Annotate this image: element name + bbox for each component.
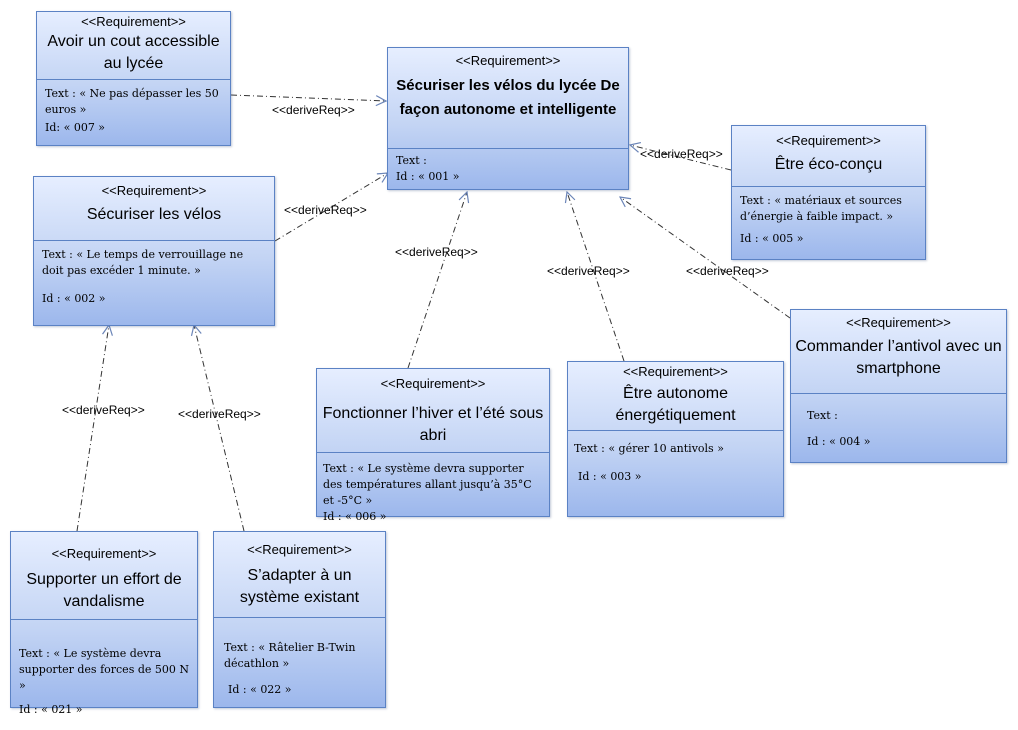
requirement-box[interactable]: <<Requirement>> Être autonome énergétiqu…	[567, 361, 784, 517]
requirement-stereotype: <<Requirement>>	[81, 14, 186, 29]
requirement-stereotype: <<Requirement>>	[846, 315, 951, 330]
requirement-box[interactable]: <<Requirement>> Supporter un effort de v…	[10, 531, 198, 716]
requirement-stereotype: <<Requirement>>	[776, 133, 881, 148]
requirement-text: Text :	[396, 154, 427, 167]
requirement-box[interactable]: <<Requirement>> Fonctionner l’hiver et l…	[316, 368, 550, 523]
requirement-text: Text : « gérer 10 antivols »	[574, 442, 724, 455]
requirement-stereotype: <<Requirement>>	[247, 542, 352, 557]
requirement-id: Id : « 003 »	[578, 470, 642, 483]
requirement-id: Id: « 007 »	[45, 121, 106, 134]
derive-relation-line	[407, 192, 467, 369]
derive-relation-line	[76, 325, 109, 532]
requirement-id: Id : « 021 »	[19, 703, 83, 716]
requirement-id: Id : « 002 »	[42, 292, 106, 305]
derive-relation-line	[567, 192, 625, 362]
requirement-title: Sécuriser les vélos du lycée De façon au…	[396, 77, 620, 118]
requirement-box[interactable]: <<Requirement>> Avoir un cout accessible…	[36, 11, 231, 146]
requirement-id: Id : « 004 »	[807, 435, 871, 448]
requirement-box[interactable]: <<Requirement>> Commander l’antivol avec…	[790, 309, 1007, 463]
requirement-title: Fonctionner l’hiver et l’été sous abri	[322, 405, 544, 444]
requirement-stereotype: <<Requirement>>	[380, 376, 486, 391]
requirement-stereotype: <<Requirement>>	[101, 183, 207, 198]
derive-relation-line	[230, 94, 386, 101]
requirement-box[interactable]: <<Requirement>> S’adapter à un système e…	[213, 531, 386, 708]
requirement-id: Id : « 006 »	[323, 510, 387, 523]
requirement-title: Avoir un cout accessible au lycée	[47, 33, 220, 72]
requirement-title: Être autonome énergétiquement	[615, 385, 736, 424]
requirement-id: Id : « 001 »	[396, 170, 460, 183]
derive-relation-line	[630, 145, 732, 171]
requirement-text: Text :	[807, 409, 838, 422]
requirement-text: Text : « Ne pas dépasser les 50 euros »	[45, 87, 219, 116]
requirement-box[interactable]: <<Requirement>> Être éco-conçu Text : « …	[731, 125, 926, 260]
relation-label: <<deriveReq>>	[686, 264, 769, 278]
derive-relation-line	[274, 173, 388, 242]
relation-label: <<deriveReq>>	[178, 407, 261, 421]
requirement-stereotype: <<Requirement>>	[455, 53, 561, 68]
relation-label: <<deriveReq>>	[62, 403, 145, 417]
relation-label: <<deriveReq>>	[272, 103, 355, 117]
requirement-text: Text : « Le système devra supporter des …	[323, 462, 532, 507]
requirement-box[interactable]: <<Requirement>> Sécuriser les vélos du l…	[387, 47, 629, 190]
relation-label: <<deriveReq>>	[395, 245, 478, 259]
requirement-id: Id : « 022 »	[228, 683, 292, 696]
requirement-title: S’adapter à un système existant	[239, 567, 360, 606]
requirement-text: Text : « Le système devra supporter des …	[19, 647, 190, 692]
relation-label: <<deriveReq>>	[284, 203, 367, 217]
relation-label: <<deriveReq>>	[547, 264, 630, 278]
relation-label: <<deriveReq>>	[640, 147, 723, 161]
requirement-text: Text : « matériaux et sources d’énergie …	[740, 194, 902, 223]
requirement-title: Supporter un effort de vandalisme	[26, 571, 182, 610]
requirement-text: Text : « Râtelier B-Twin décathlon »	[224, 641, 356, 670]
derive-relation-line	[620, 197, 791, 319]
requirement-title: Être éco-conçu	[774, 156, 883, 173]
derive-relation-line	[194, 325, 245, 532]
requirement-stereotype: <<Requirement>>	[623, 364, 728, 379]
requirement-text: Text : « Le temps de verrouillage ne doi…	[42, 248, 244, 277]
requirement-title: Sécuriser les vélos	[86, 206, 222, 223]
requirement-title: Commander l’antivol avec un smartphone	[795, 338, 1002, 377]
requirement-box[interactable]: <<Requirement>> Sécuriser les vélos Text…	[33, 176, 275, 326]
requirement-stereotype: <<Requirement>>	[51, 546, 157, 561]
requirement-id: Id : « 005 »	[740, 232, 804, 245]
